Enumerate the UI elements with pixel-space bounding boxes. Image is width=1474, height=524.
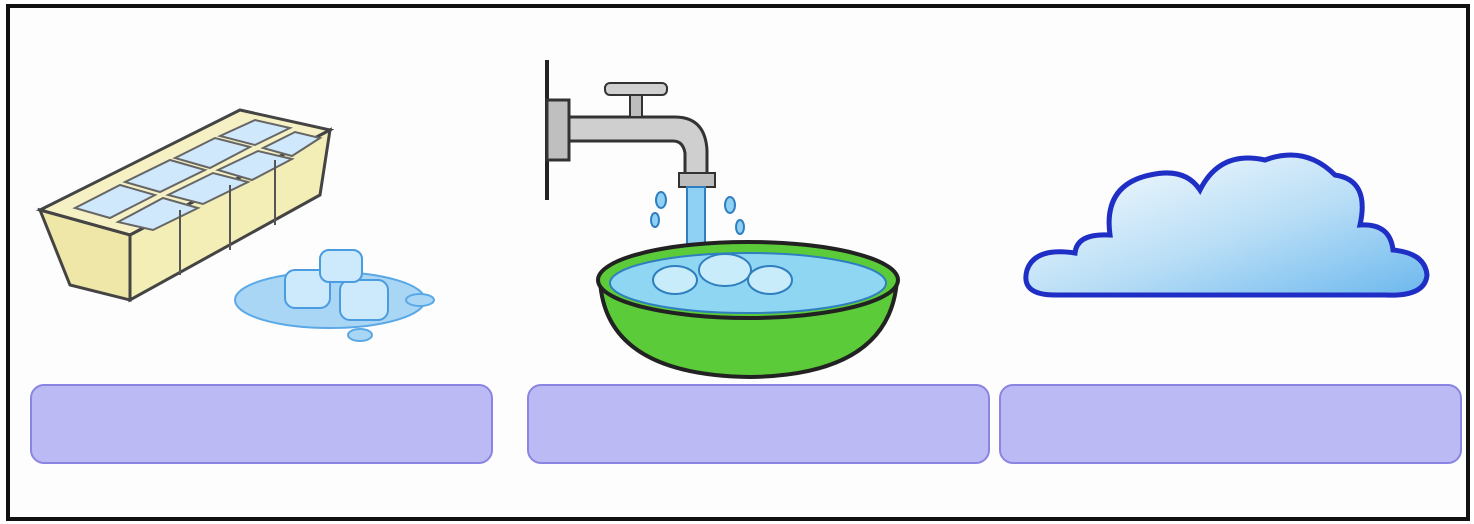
tap-basin-icon bbox=[535, 55, 915, 385]
answer-slot-cloud[interactable] bbox=[999, 384, 1462, 464]
answer-slot-ice[interactable] bbox=[30, 384, 493, 464]
cloud-icon bbox=[1015, 135, 1435, 310]
ice-tray-icon bbox=[30, 100, 450, 360]
answer-slot-water[interactable] bbox=[527, 384, 990, 464]
